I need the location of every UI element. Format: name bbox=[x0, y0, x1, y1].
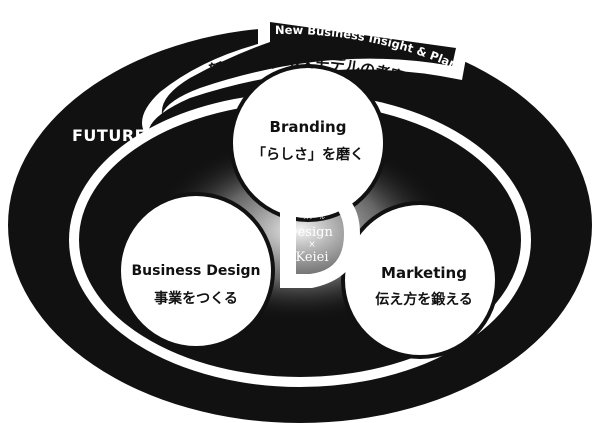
circle-business-design bbox=[117, 192, 275, 350]
logo-cross: × bbox=[308, 240, 316, 250]
branding-subtitle: 「らしさ」を磨く bbox=[252, 146, 364, 163]
logo-d-shape bbox=[280, 182, 360, 288]
circle-marketing bbox=[341, 201, 499, 359]
swoosh-inner-band bbox=[161, 22, 456, 114]
future-label: FUTURE bbox=[72, 126, 146, 145]
marketing-title: Marketing bbox=[381, 264, 467, 282]
logo-tag-jp2: スクール bbox=[303, 214, 326, 221]
marketing-subtitle: 伝え方を鍛える bbox=[375, 291, 473, 308]
business-design-title: Business Design bbox=[131, 263, 260, 279]
design-keiei-logo: Open the Door デザイン経営 スクール Design × Keiei bbox=[280, 182, 360, 288]
branding-title: Branding bbox=[270, 118, 347, 136]
business-design-subtitle: 事業をつくる bbox=[154, 290, 238, 307]
logo-tag-jp1: デザイン経営 bbox=[297, 206, 331, 214]
logo-word-keiei: Keiei bbox=[295, 250, 328, 265]
logo-word-design: Design bbox=[287, 225, 333, 240]
logo-tag-top: Open the Door bbox=[288, 200, 329, 206]
circle-branding bbox=[229, 64, 387, 222]
